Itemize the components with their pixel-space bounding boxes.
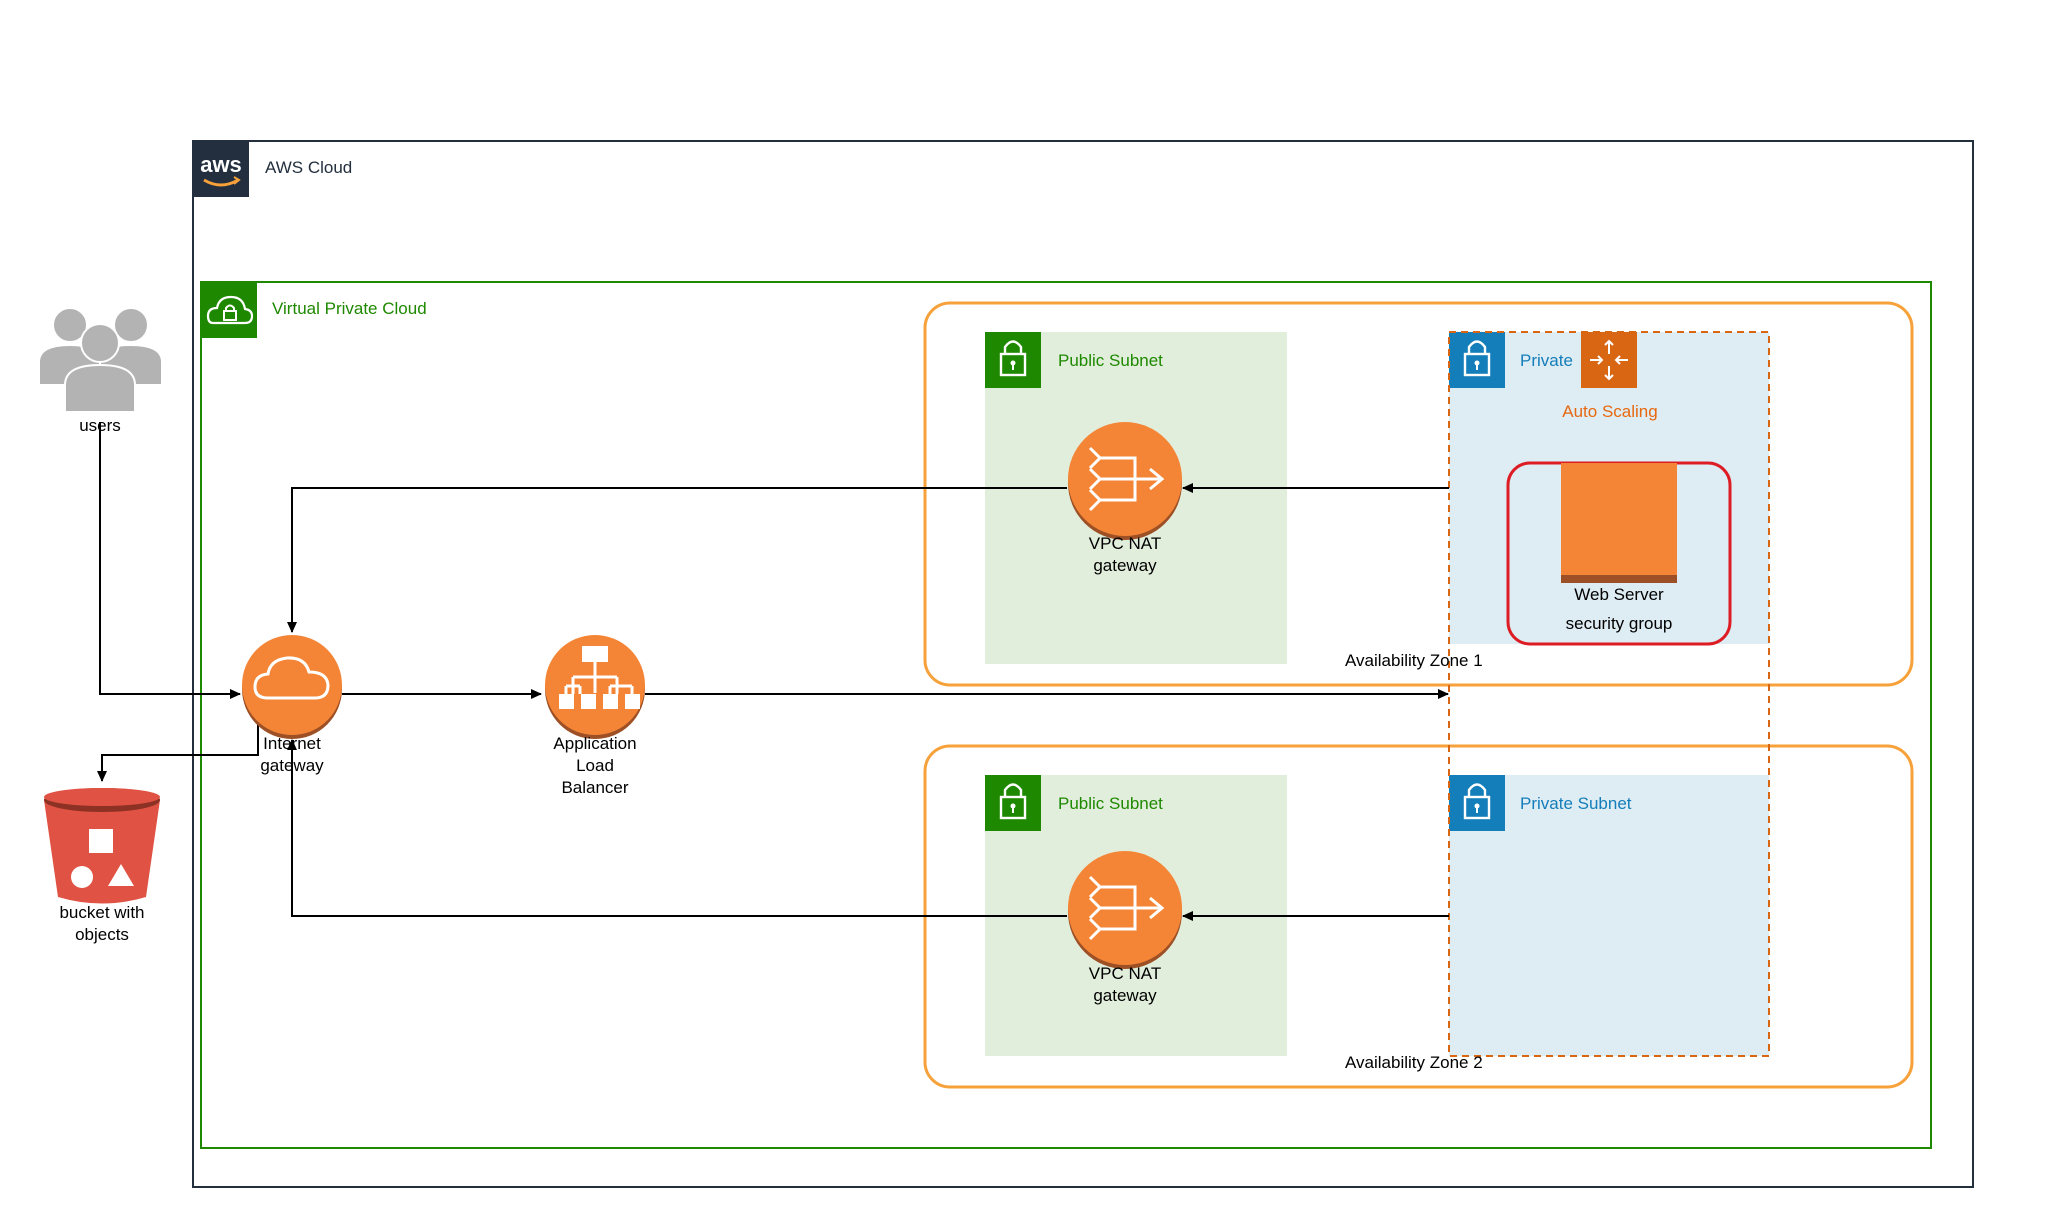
nat-gateway-az2-label-line2: gateway <box>1093 986 1157 1005</box>
auto-scaling-label: Auto Scaling <box>1562 402 1658 421</box>
public-subnet-az2-label: Public Subnet <box>1058 794 1163 813</box>
availability-zone-1 <box>923 301 1914 687</box>
ec2-instance-icon <box>1561 463 1677 583</box>
svg-text:aws: aws <box>200 152 242 177</box>
private-subnet-az1-label: Private <box>1520 351 1573 370</box>
internet-gateway-label-line1: Internet <box>263 734 321 753</box>
nat-gateway-az1-label-line1: VPC NAT <box>1088 534 1162 553</box>
nat-gateway-az1-icon <box>1068 422 1182 540</box>
users-label: users <box>79 416 121 435</box>
public-subnet-az1-label: Public Subnet <box>1058 351 1163 370</box>
private-subnet-az1-lock-icon <box>1449 332 1505 388</box>
alb-label-line1: Application <box>553 734 637 753</box>
vpc-label: Virtual Private Cloud <box>272 299 427 318</box>
nat-gateway-az2-icon <box>1068 851 1182 969</box>
alb-label: Application Load Balancer <box>525 733 665 799</box>
aws-logo-icon: aws <box>193 141 249 197</box>
public-subnet-az1-lock-icon <box>985 332 1041 388</box>
alb-label-line3: Balancer <box>561 778 629 797</box>
edge-nat1-to-igw <box>287 487 1067 633</box>
application-load-balancer-icon <box>545 635 645 739</box>
nat-gateway-az2-label: VPC NAT gateway <box>1055 963 1195 1007</box>
security-group-label-line1: Web Server <box>1574 585 1664 604</box>
internet-gateway-icon <box>242 635 342 739</box>
bucket-label-line1: bucket with <box>59 903 145 922</box>
users-icon <box>38 307 163 413</box>
security-group-label: Web Server security group <box>1539 580 1699 638</box>
private-subnet-az2-lock-icon <box>1449 775 1505 831</box>
internet-gateway-label: Internet gateway <box>222 733 362 777</box>
internet-gateway-label-line2: gateway <box>260 756 324 775</box>
private-subnet-az2-label: Private Subnet <box>1520 794 1632 813</box>
edge-igw-to-bucket <box>97 713 259 782</box>
nat-gateway-az1-label-line2: gateway <box>1093 556 1157 575</box>
public-subnet-az2-lock-icon <box>985 775 1041 831</box>
edge-nat2-to-igw <box>287 739 1067 917</box>
nat-gateway-az1-label: VPC NAT gateway <box>1055 533 1195 577</box>
auto-scaling-icon <box>1581 332 1637 388</box>
aws-cloud-container <box>192 140 1974 1188</box>
connectors <box>97 422 1449 921</box>
bucket-label-line2: objects <box>75 925 129 944</box>
aws-cloud-label: AWS Cloud <box>265 158 353 177</box>
availability-zone-1-label: Availability Zone 1 <box>1345 651 1483 670</box>
vpc-cloud-lock-icon <box>201 282 257 338</box>
vpc-container <box>200 281 1932 1149</box>
s3-bucket-icon <box>44 788 160 904</box>
security-group-label-line2: security group <box>1565 614 1673 633</box>
edge-users-to-igw <box>99 422 241 699</box>
availability-zone-2-label: Availability Zone 2 <box>1345 1053 1483 1072</box>
bucket-label: bucket with objects <box>32 902 172 946</box>
alb-label-line2: Load <box>576 756 614 775</box>
nat-gateway-az2-label-line1: VPC NAT <box>1088 964 1162 983</box>
